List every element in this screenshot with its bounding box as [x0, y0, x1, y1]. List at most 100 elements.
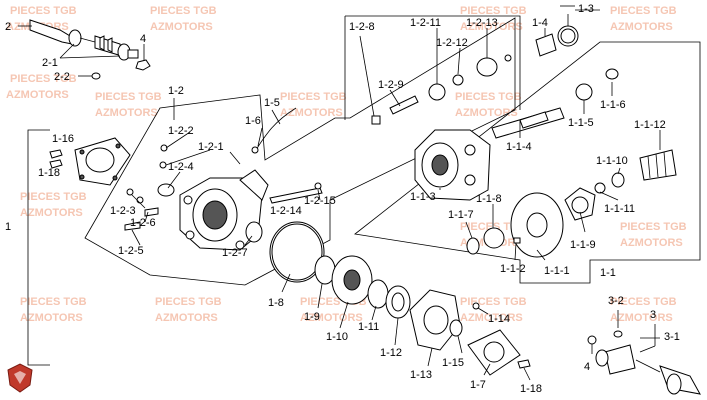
- watermark-text: AZMOTORS: [6, 89, 69, 101]
- callout-1-1-6: 1-1-6: [600, 99, 626, 111]
- group-bracket-1-2: [344, 15, 521, 120]
- group-bracket-1: [27, 129, 50, 366]
- gear-shaft-1-2-9: [371, 54, 512, 125]
- brand-logo: [7, 363, 33, 393]
- callout-1-1-7: 1-1-7: [448, 209, 474, 221]
- callout-1-2-13: 1-2-13: [466, 17, 498, 29]
- watermark-text: PIECES TGB: [150, 5, 217, 17]
- callout-1-1-5: 1-1-5: [568, 117, 594, 129]
- watermark-text: PIECES TGB: [155, 296, 222, 308]
- group-outline-1-2: [84, 17, 516, 286]
- watermark-text: AZMOTORS: [610, 312, 673, 324]
- cover-1-13: [409, 289, 480, 351]
- watermark-text: PIECES TGB: [280, 91, 347, 103]
- watermark-text: AZMOTORS: [155, 312, 218, 324]
- callout-1-2-8: 1-2-8: [349, 21, 375, 33]
- callout-1-15: 1-15: [442, 357, 464, 369]
- watermark-text: PIECES TGB: [460, 5, 527, 17]
- callout-2-2: 2-2: [54, 71, 70, 83]
- callout-1-1-1: 1-1-1: [544, 265, 570, 277]
- callout-1: 1: [5, 221, 11, 233]
- watermark-text: PIECES TGB: [10, 5, 77, 17]
- hub-flange-1-1-9: [564, 187, 596, 221]
- callout-4-top: 4: [140, 33, 146, 45]
- callout-1-2-6: 1-2-6: [130, 217, 156, 229]
- callout-1-18-bottom: 1-18: [520, 383, 542, 395]
- bearing-1-12: [385, 285, 411, 319]
- callout-2-1: 2-1: [42, 57, 58, 69]
- callout-1-8: 1-8: [268, 297, 284, 309]
- callout-1-2-15: 1-2-15: [304, 195, 336, 207]
- shim-1-11: [367, 279, 389, 309]
- callout-1-2: 1-2: [168, 85, 184, 97]
- gearbox-housing-1-2: [124, 144, 269, 251]
- cover-plate-1-16: [49, 137, 131, 186]
- callout-1-2-4: 1-2-4: [168, 161, 194, 173]
- axle-shaft-3: [587, 330, 701, 395]
- callout-1-1-9: 1-1-9: [570, 239, 596, 251]
- callout-1-1-10: 1-1-10: [596, 155, 628, 167]
- callout-1-1: 1-1: [600, 267, 616, 279]
- gear-housing-1-1-3: [414, 129, 491, 201]
- callout-1-13: 1-13: [410, 369, 432, 381]
- callout-1-1-12: 1-1-12: [634, 119, 666, 131]
- watermark-text: AZMOTORS: [95, 107, 158, 119]
- watermark-text: AZMOTORS: [20, 312, 83, 324]
- callout-1-2-5: 1-2-5: [118, 245, 144, 257]
- callout-3-1: 3-1: [664, 331, 680, 343]
- brake-disc-1-1-1: [466, 192, 564, 258]
- callout-1-14: 1-14: [488, 313, 510, 325]
- callout-1-2-1: 1-2-1: [198, 141, 224, 153]
- callout-1-1-4: 1-1-4: [506, 141, 532, 153]
- callout-1-2-12: 1-2-12: [436, 37, 468, 49]
- o-ring-1-8: [269, 221, 325, 283]
- callout-1-5: 1-5: [264, 97, 280, 109]
- watermark-text: PIECES TGB: [10, 73, 77, 85]
- watermark-text: PIECES TGB: [620, 221, 687, 233]
- callout-1-11: 1-11: [358, 321, 379, 333]
- callout-1-2-2: 1-2-2: [168, 125, 194, 137]
- watermark-group: PIECES TGB AZMOTORS PIECES TGB AZMOTORS …: [6, 5, 687, 324]
- callout-1-1-11: 1-1-11: [604, 203, 635, 215]
- group-outline-1-1: [354, 41, 701, 284]
- watermark-text: PIECES TGB: [20, 296, 87, 308]
- callout-1-3: 1-3: [578, 3, 594, 15]
- watermark-text: AZMOTORS: [620, 237, 683, 249]
- callout-1-2-3: 1-2-3: [110, 205, 136, 217]
- watermark-text: AZMOTORS: [300, 312, 363, 324]
- watermark-text: PIECES TGB: [460, 296, 527, 308]
- ring-gear-1-10: [331, 255, 373, 305]
- watermark-text: AZMOTORS: [460, 21, 523, 33]
- watermark-text: AZMOTORS: [20, 207, 83, 219]
- callout-1-12: 1-12: [380, 347, 402, 359]
- callout-1-1-2: 1-1-2: [500, 263, 526, 275]
- shaft-1-2-14: [269, 182, 323, 204]
- callout-1-9: 1-9: [304, 311, 320, 323]
- watermark-text: AZMOTORS: [280, 107, 343, 119]
- callout-1-2-11: 1-2-11: [410, 17, 441, 29]
- watermark-text: PIECES TGB: [20, 191, 87, 203]
- callout-1-1-8: 1-1-8: [476, 193, 502, 205]
- boot-1-1-12: [594, 149, 677, 194]
- watermark-text: PIECES TGB: [610, 296, 677, 308]
- callout-1-2-9: 1-2-9: [378, 79, 404, 91]
- watermark-text: AZMOTORS: [460, 312, 523, 324]
- callout-3: 3: [650, 309, 656, 321]
- drive-shaft-1-1-4: [491, 68, 619, 139]
- callout-3-2: 3-2: [608, 295, 624, 307]
- watermark-text: AZMOTORS: [150, 21, 213, 33]
- watermark-text: PIECES TGB: [610, 5, 677, 17]
- bushing-1-4: [535, 25, 579, 57]
- group-outlines: [27, 5, 701, 366]
- callout-1-7: 1-7: [470, 379, 486, 391]
- callout-1-18: 1-18: [38, 167, 60, 179]
- watermark-text: PIECES TGB: [455, 91, 522, 103]
- axle-shaft-2: [29, 19, 151, 80]
- callout-1-16: 1-16: [52, 133, 74, 145]
- callout-labels: 2 2-1 2-2 4 1 1-16 1-18 1-2 1-5 1-6 1-2-…: [5, 3, 680, 395]
- cover-plate-1-7: [467, 329, 531, 376]
- watermark-text: PIECES TGB: [95, 91, 162, 103]
- breather-hose-1-5: [251, 107, 297, 154]
- callout-1-10: 1-10: [326, 331, 348, 343]
- callout-1-2-14: 1-2-14: [270, 205, 302, 217]
